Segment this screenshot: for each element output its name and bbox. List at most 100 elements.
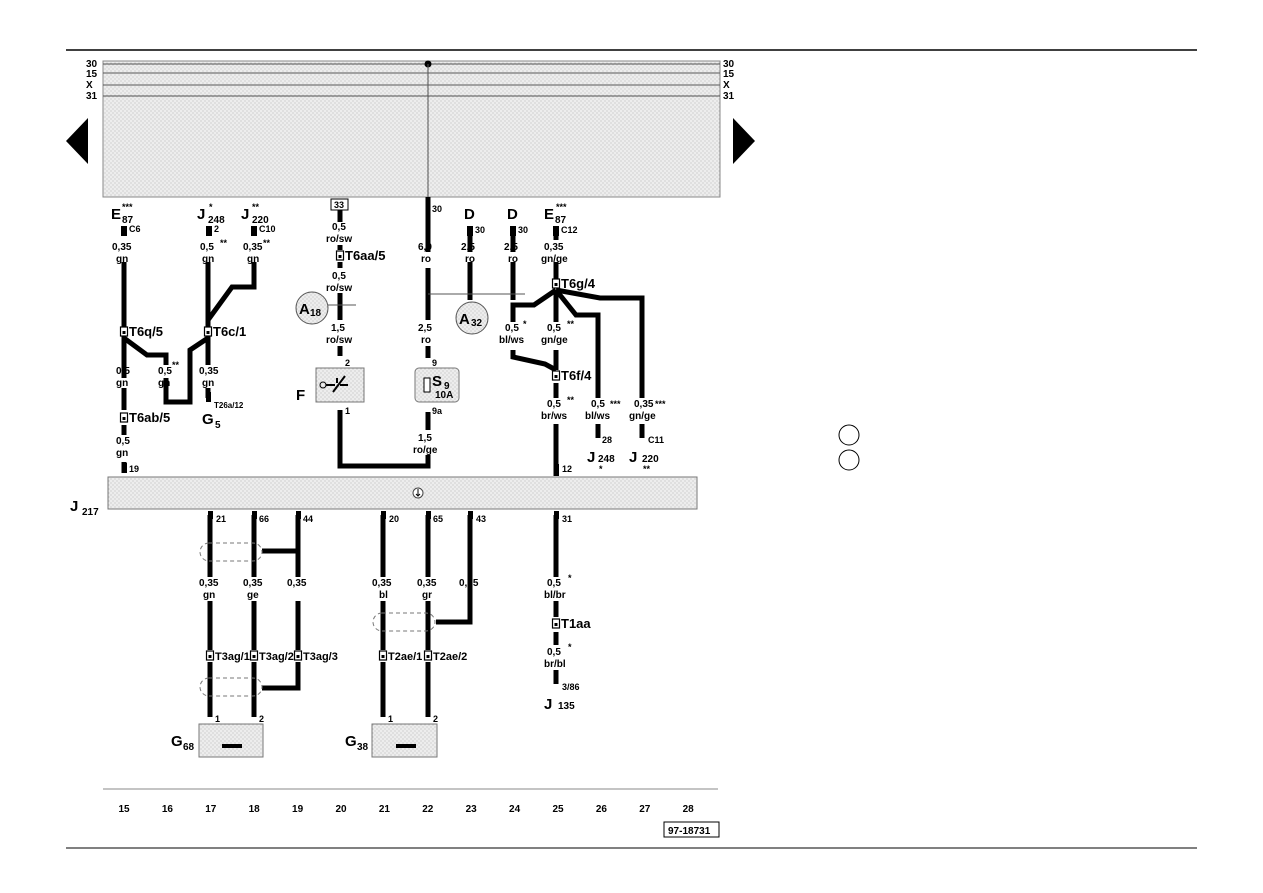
- svg-text:gn/ge: gn/ge: [541, 254, 568, 265]
- svg-text:gn: gn: [202, 378, 214, 389]
- svg-text:0,5: 0,5: [547, 647, 561, 658]
- component-code: G: [202, 411, 214, 428]
- track-number: 18: [249, 804, 261, 815]
- a32-ground-point: [455, 301, 489, 335]
- connector-label: T2ae/1: [388, 651, 422, 663]
- track-number: 19: [292, 804, 304, 815]
- cable-screens: [199, 542, 436, 697]
- svg-text:gn/ge: gn/ge: [629, 411, 656, 422]
- svg-text:br/bl: br/bl: [544, 659, 566, 670]
- pin-label: 19: [129, 464, 139, 474]
- component-mark: **: [643, 464, 651, 474]
- svg-text:ro/sw: ro/sw: [326, 234, 352, 245]
- component-sub: 18: [310, 308, 322, 319]
- component-mark: *: [599, 464, 603, 474]
- track-number: 23: [466, 804, 478, 815]
- previous-page-arrow-icon[interactable]: [66, 118, 88, 164]
- component-code: G: [171, 733, 183, 750]
- pin-label: 3/86: [562, 682, 580, 692]
- connector-label: T3ag/2: [259, 651, 294, 663]
- track-number: 22: [422, 804, 434, 815]
- sensor-g38-body: [371, 723, 438, 758]
- component-sub: 32: [471, 318, 483, 329]
- svg-text:2,5: 2,5: [461, 242, 475, 253]
- svg-text:0,35: 0,35: [243, 242, 263, 253]
- pin-label: 1: [388, 714, 393, 724]
- svg-text:0,35: 0,35: [417, 578, 437, 589]
- component-code: F: [296, 387, 305, 404]
- drawing-number-box: [663, 821, 720, 838]
- svg-text:bl: bl: [379, 590, 388, 601]
- sensor-g68-body: [198, 723, 264, 758]
- relay-panel: [102, 60, 721, 198]
- pin-label: 21: [216, 514, 226, 524]
- pin-label: 2: [214, 224, 219, 234]
- pin-label: 12: [562, 464, 572, 474]
- svg-text:0,35: 0,35: [372, 578, 392, 589]
- pin-label: 20: [389, 514, 399, 524]
- svg-text:gn/ge: gn/ge: [541, 335, 568, 346]
- track-number: 26: [596, 804, 608, 815]
- svg-text:0,35: 0,35: [199, 366, 219, 377]
- legend-circle-icon: [838, 424, 860, 446]
- pin-label: 2: [345, 358, 350, 368]
- track-number: 25: [552, 804, 564, 815]
- pin-label: 30: [432, 204, 442, 214]
- svg-text:0,5: 0,5: [332, 271, 346, 282]
- svg-text:ge: ge: [247, 590, 259, 601]
- component-code: G: [345, 733, 357, 750]
- pin-label: 2: [259, 714, 264, 724]
- rail-label: 31: [723, 91, 735, 102]
- svg-text:ro/sw: ro/sw: [326, 335, 352, 346]
- connector-label: T6g/4: [561, 276, 596, 291]
- power-rails: [103, 63, 720, 97]
- rail-label: 31: [86, 91, 98, 102]
- svg-text:0,5: 0,5: [332, 222, 346, 233]
- svg-text:0,5: 0,5: [591, 399, 605, 410]
- next-page-arrow-icon[interactable]: [733, 118, 755, 164]
- rail-label: X: [86, 80, 93, 91]
- component-code: J: [544, 696, 552, 713]
- terminal-box-33: [330, 198, 349, 211]
- component-sub: 68: [183, 742, 195, 753]
- component-sub: 87: [122, 215, 134, 226]
- svg-text:2,5: 2,5: [504, 242, 518, 253]
- svg-text:*: *: [523, 319, 527, 329]
- svg-text:***: ***: [655, 399, 666, 409]
- component-code: J: [629, 449, 637, 466]
- component-code: J: [241, 206, 249, 223]
- component-code: D: [507, 206, 518, 223]
- svg-text:1,5: 1,5: [331, 323, 345, 334]
- svg-text:ro/ge: ro/ge: [413, 445, 438, 456]
- svg-text:ro: ro: [421, 254, 431, 265]
- svg-text:bl/br: bl/br: [544, 590, 566, 601]
- track-number: 24: [509, 804, 521, 815]
- component-sub: 5: [215, 420, 221, 431]
- pin-label: 1: [215, 714, 220, 724]
- component-code: A: [459, 311, 470, 328]
- component-sub: 9: [444, 381, 450, 392]
- central-control-unit-bar: [107, 476, 698, 510]
- central-unit-sub: 217: [82, 507, 99, 518]
- connector-label: T1aa: [561, 616, 591, 631]
- connector-label: T6ab/5: [129, 410, 170, 425]
- component-mark: *: [209, 202, 213, 212]
- pin-label: C12: [561, 225, 578, 235]
- component-code: D: [464, 206, 475, 223]
- track-number: 16: [162, 804, 174, 815]
- rail-label: 30: [723, 59, 735, 70]
- svg-text:0,35: 0,35: [544, 242, 564, 253]
- component-code: E: [111, 206, 121, 223]
- track-number: 21: [379, 804, 391, 815]
- component-code: E: [544, 206, 554, 223]
- svg-text:**: **: [567, 319, 575, 329]
- component-sub: 248: [598, 454, 615, 465]
- pin-label: 30: [518, 225, 528, 235]
- svg-text:**: **: [172, 360, 180, 370]
- connector-label: T6aa/5: [345, 248, 385, 263]
- component-code: J: [587, 449, 595, 466]
- svg-text:gn: gn: [203, 590, 215, 601]
- pin-label: 9a: [432, 406, 443, 416]
